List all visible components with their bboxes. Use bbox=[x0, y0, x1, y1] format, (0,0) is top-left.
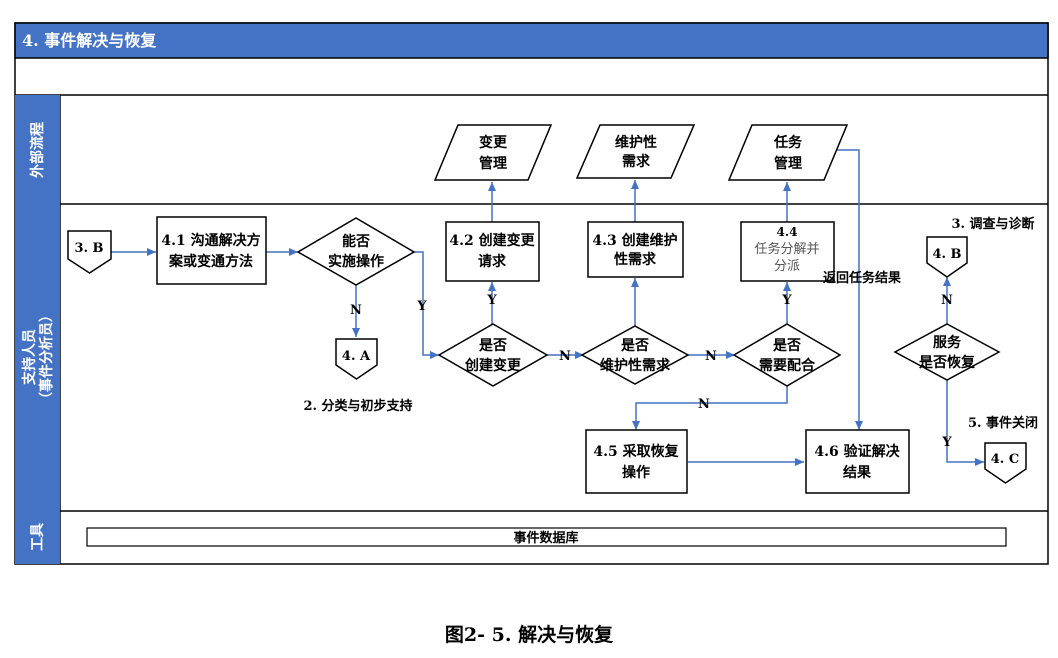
incident-database-bar bbox=[86, 527, 1007, 547]
decision-create-change bbox=[437, 323, 549, 387]
process-4-4-line2: 任务分解并 bbox=[754, 241, 819, 257]
decision-maintenance-line2: 维护性需求 bbox=[600, 357, 671, 374]
process-4-2 bbox=[445, 221, 540, 282]
connector-4c-label: 4. C bbox=[991, 452, 1019, 467]
decision-service-restored bbox=[893, 323, 1001, 381]
branch-label-no-maint: N bbox=[705, 349, 717, 364]
external-task-management bbox=[727, 124, 849, 181]
process-4-1 bbox=[156, 216, 267, 285]
external-change-line2: 管理 bbox=[479, 155, 507, 172]
process-4-5-line1: 4.5 采取恢复 bbox=[593, 443, 679, 460]
offpage-connector-4a bbox=[335, 338, 378, 380]
lane-label-external bbox=[15, 95, 60, 204]
branch-label-yes-coop: Y bbox=[781, 293, 792, 308]
label-investigate: 3. 调查与诊断 bbox=[951, 216, 1034, 232]
connector-4a-label: 4. A bbox=[342, 349, 371, 364]
offpage-connector-4c bbox=[984, 442, 1027, 484]
process-4-6-line2: 结果 bbox=[843, 464, 872, 481]
lane-support-label-2: （事件分析员） bbox=[38, 308, 55, 406]
external-maintenance-requirement bbox=[575, 124, 696, 179]
process-4-6 bbox=[805, 429, 910, 494]
incident-database-label: 事件数据库 bbox=[513, 530, 578, 546]
connector-4b-label: 4. B bbox=[932, 247, 961, 262]
process-4-3-line2: 性需求 bbox=[614, 251, 657, 268]
decision-service-line2: 是否恢复 bbox=[919, 354, 976, 371]
branch-label-no-change: N bbox=[559, 349, 571, 364]
offpage-connector-3b bbox=[67, 230, 112, 274]
process-4-2-line1: 4.2 创建变更 bbox=[449, 232, 535, 249]
process-4-1-line2: 案或变通方法 bbox=[168, 253, 253, 270]
decision-maintenance-line1: 是否 bbox=[621, 338, 649, 354]
external-task-line1: 任务 bbox=[773, 134, 803, 151]
connector-3b-label: 3. B bbox=[74, 241, 103, 256]
process-4-5 bbox=[585, 429, 688, 494]
decision-feasible-line1: 能否 bbox=[342, 233, 370, 250]
lane-support-label-1: 支持人员 bbox=[21, 329, 38, 386]
branch-label-yes-change: Y bbox=[486, 293, 497, 308]
process-4-1-line1: 4.1 沟通解决方 bbox=[161, 232, 260, 249]
process-4-5-line2: 操作 bbox=[622, 464, 650, 481]
external-task-line2: 管理 bbox=[774, 155, 802, 172]
process-4-3 bbox=[587, 221, 684, 278]
lane-tools-label: 工具 bbox=[30, 523, 46, 551]
external-maint-line1: 维护性 bbox=[615, 134, 657, 151]
branch-label-no-service: N bbox=[941, 293, 953, 308]
lane-label-support bbox=[15, 204, 60, 511]
branch-label-yes-feasible: Y bbox=[416, 299, 427, 314]
process-4-6-line1: 4.6 验证解决 bbox=[814, 443, 900, 460]
lane-external-label: 外部流程 bbox=[29, 122, 46, 178]
decision-create-change-line1: 是否 bbox=[479, 338, 507, 354]
external-maint-line2: 需求 bbox=[622, 153, 651, 170]
decision-cooperation-line1: 是否 bbox=[773, 338, 801, 354]
decision-feasible bbox=[296, 217, 416, 286]
branch-label-no-feasible: N bbox=[350, 303, 362, 318]
decision-service-line1: 服务 bbox=[933, 334, 962, 351]
offpage-connector-4b bbox=[926, 236, 968, 278]
branch-label-no-coop: N bbox=[698, 397, 710, 412]
decision-cooperation bbox=[732, 323, 842, 387]
decision-cooperation-line2: 需要配合 bbox=[759, 357, 816, 374]
figure-caption: 图2- 5. 解决与恢复 bbox=[444, 624, 614, 646]
external-change-line1: 变更 bbox=[479, 134, 508, 151]
decision-feasible-line2: 实施操作 bbox=[328, 253, 384, 270]
process-4-4-line1: 4.4 bbox=[777, 225, 798, 239]
process-4-4 bbox=[740, 221, 835, 282]
label-return-task-result: 返回任务结果 bbox=[823, 270, 901, 286]
process-4-3-line1: 4.3 创建维护 bbox=[592, 232, 677, 249]
decision-maintenance bbox=[580, 325, 690, 385]
branch-label-yes-service: Y bbox=[941, 435, 952, 450]
label-close: 5. 事件关闭 bbox=[968, 415, 1038, 431]
label-classify: 2. 分类与初步支持 bbox=[303, 398, 412, 414]
decision-create-change-line2: 创建变更 bbox=[464, 357, 522, 374]
header-bar bbox=[14, 22, 1049, 59]
process-4-2-line2: 请求 bbox=[478, 253, 507, 270]
header-title: 4. 事件解决与恢复 bbox=[22, 31, 157, 50]
process-4-4-line3: 分派 bbox=[774, 259, 800, 274]
lane-label-tools bbox=[15, 511, 60, 564]
external-change-management bbox=[433, 124, 553, 181]
